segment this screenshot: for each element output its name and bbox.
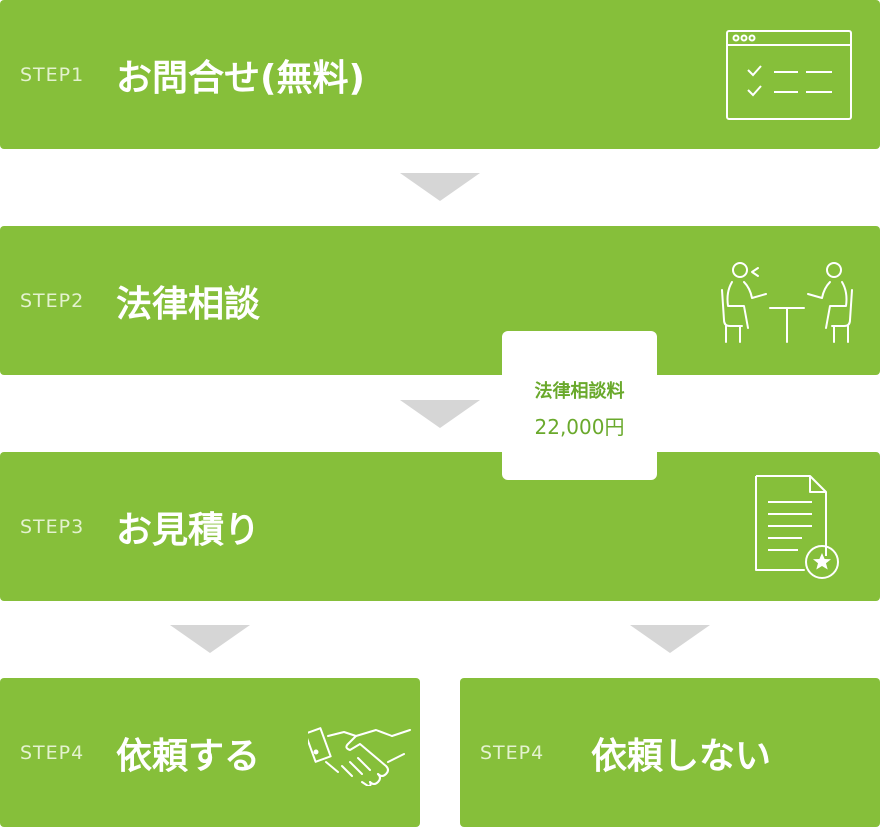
step4-decline-label: STEP4 [480, 741, 545, 764]
step2-title: 法律相談 [116, 283, 261, 325]
step4-request-title: 依頼する [116, 735, 261, 777]
consultation-people-icon [720, 260, 854, 348]
arrow-down-1 [400, 173, 480, 201]
step1-label: STEP1 [20, 63, 85, 86]
fee-amount: 22,000円 [534, 415, 625, 439]
handshake-icon [304, 722, 412, 790]
arrow-down-3-left [170, 625, 250, 653]
step4-request-box: STEP4 依頼する [0, 678, 420, 827]
step1-box: STEP1 お問合せ(無料) [0, 0, 880, 149]
checklist-window-icon [726, 30, 852, 124]
estimate-document-icon [752, 472, 844, 586]
step2-label: STEP2 [20, 289, 85, 312]
step2-box: STEP2 法律相談 [0, 226, 880, 375]
step4-decline-box: STEP4 依頼しない [460, 678, 880, 827]
step4-decline-title: 依頼しない [591, 735, 772, 777]
step4-request-label: STEP4 [20, 741, 85, 764]
fee-label: 法律相談料 [534, 381, 625, 402]
step3-title: お見積り [116, 509, 261, 551]
step3-box: STEP3 お見積り [0, 452, 880, 601]
step1-title: お問合せ(無料) [116, 57, 365, 99]
arrow-down-2 [400, 400, 480, 428]
arrow-down-3-right [630, 625, 710, 653]
consultation-fee-box: 法律相談料 22,000円 [502, 331, 657, 480]
step3-label: STEP3 [20, 515, 85, 538]
